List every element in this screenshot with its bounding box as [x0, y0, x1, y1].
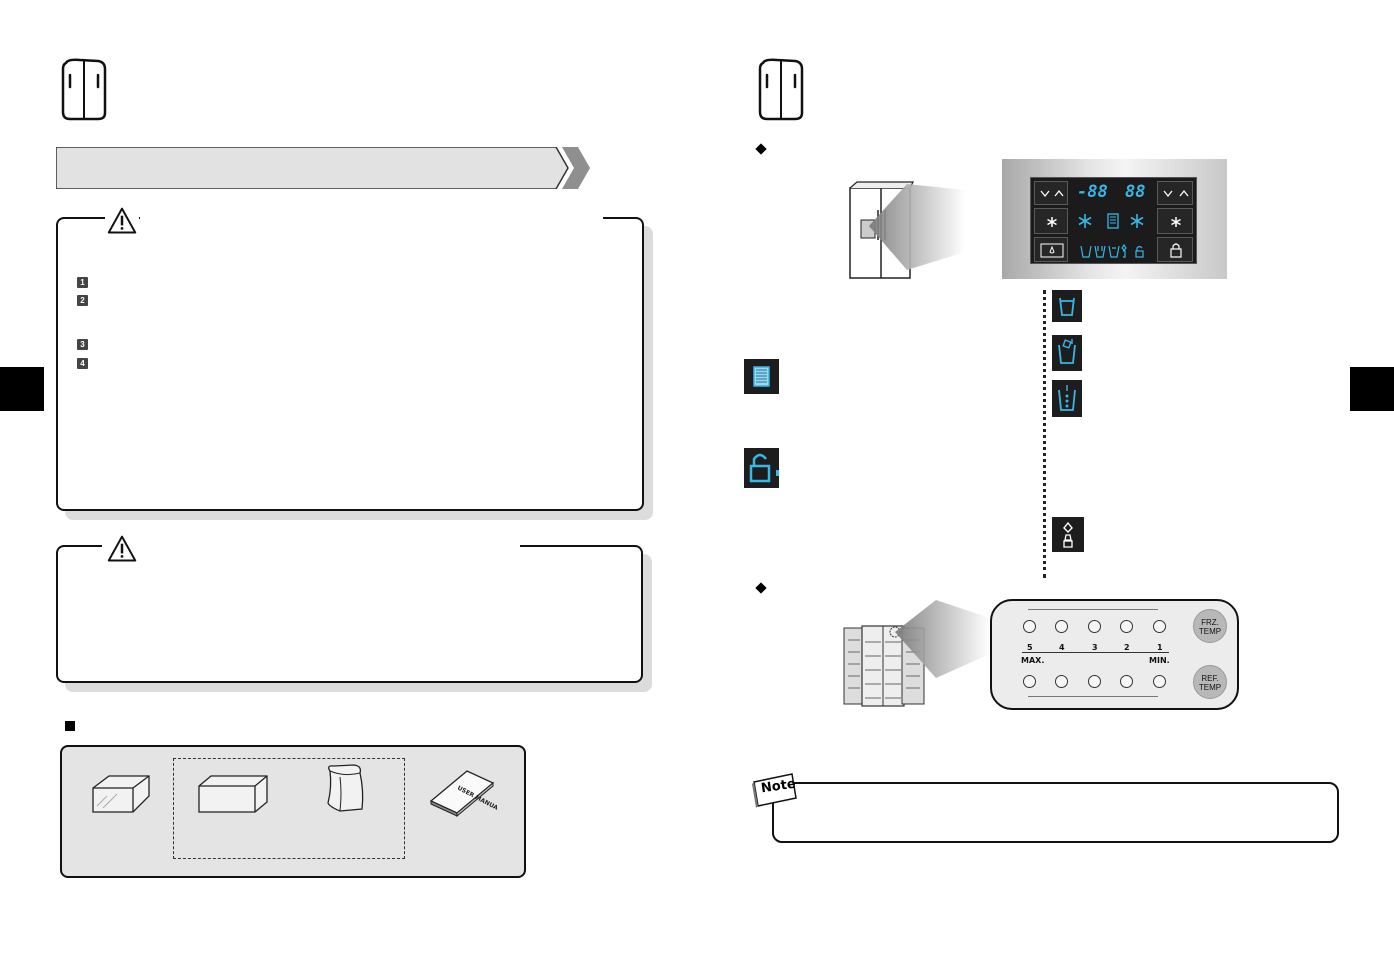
square-bullet-icon	[65, 721, 75, 731]
manual-book-icon: USER MANUAL	[429, 770, 497, 817]
fridge-icon	[758, 58, 804, 121]
list-marker-4: 4	[77, 358, 88, 369]
bag-icon	[327, 764, 364, 812]
level-label-3: 3	[1092, 643, 1098, 652]
accessories-panel: USER MANUAL	[60, 745, 526, 878]
caution-box	[56, 545, 643, 683]
ref-temp-button[interactable]: REF. TEMP	[1193, 665, 1227, 699]
ice-filter-icon	[1107, 213, 1119, 229]
section-banner	[56, 147, 590, 189]
note-box	[772, 782, 1339, 843]
level-scale-line	[1022, 652, 1169, 653]
cubed-ice-icon	[1052, 335, 1082, 371]
level-label-4: 4	[1059, 643, 1065, 652]
caution-box-title-gap	[102, 543, 520, 548]
warning-box-title-gap	[140, 215, 603, 220]
warning-triangle-icon	[105, 533, 139, 565]
snowflake-icon	[1171, 217, 1181, 227]
warning-box	[56, 217, 644, 511]
max-label: MAX.	[1021, 656, 1045, 665]
fridge-led-4	[1055, 675, 1068, 688]
fridge-led-2	[1120, 675, 1133, 688]
freezer-led-2	[1120, 620, 1133, 633]
dotted-connector	[1043, 290, 1046, 578]
freezer-power-button[interactable]	[1034, 208, 1068, 234]
lcd-display: -88 88	[1030, 177, 1197, 264]
water-drop-icon	[1040, 243, 1064, 258]
level-label-2: 2	[1124, 643, 1130, 652]
diamond-bullet-icon	[755, 582, 767, 594]
fridge-interior-illustration	[843, 600, 990, 707]
chevron-down-up-icon	[1163, 189, 1189, 198]
unlock-icon	[1136, 245, 1143, 251]
fridge-temp-readout: 88	[1125, 182, 1146, 202]
level-label-1: 1	[1157, 643, 1163, 652]
ref-temp-label-2: TEMP	[1198, 683, 1222, 692]
temp-control-panel: 5 4 3 2 1 MAX. MIN. FRZ. TEMP REF. TEMP	[990, 599, 1239, 710]
fridge-power-button[interactable]	[1157, 208, 1193, 234]
fridge-led-1	[1153, 675, 1166, 688]
freezer-temp-button[interactable]	[1034, 181, 1068, 205]
water-cup-icon	[1052, 290, 1082, 322]
crushed-ice-icon	[1052, 380, 1082, 417]
freezer-led-1	[1153, 620, 1166, 633]
chevron-down-up-icon	[1040, 189, 1064, 198]
note-book-icon	[752, 773, 797, 808]
list-marker-3: 3	[77, 339, 88, 350]
min-label: MIN.	[1149, 656, 1170, 665]
fridge-led-5	[1023, 675, 1036, 688]
ref-temp-label-1: REF.	[1201, 674, 1219, 683]
side-tab-right	[1350, 367, 1394, 411]
frz-temp-button[interactable]: FRZ. TEMP	[1193, 609, 1227, 643]
fridge-temp-button[interactable]	[1157, 181, 1193, 205]
fridge-led-3	[1088, 675, 1101, 688]
lock-icon	[1170, 243, 1182, 258]
ice-bucket-icon	[92, 775, 150, 813]
lcd-function-icons	[1080, 243, 1144, 258]
divider	[1028, 609, 1158, 610]
list-marker-2: 2	[77, 295, 88, 306]
side-tab-left	[0, 367, 44, 411]
divider	[1028, 696, 1158, 697]
diamond-bullet-icon	[755, 143, 767, 155]
ice-block-icon	[198, 775, 268, 813]
snowflake-icon	[1078, 214, 1092, 228]
level-label-5: 5	[1027, 643, 1033, 652]
snowflake-icon	[1130, 214, 1144, 228]
light-icon	[1052, 517, 1084, 552]
frz-temp-label-2: TEMP	[1198, 627, 1222, 636]
water-button[interactable]	[1034, 237, 1068, 262]
freezer-temp-readout: -88	[1077, 182, 1108, 202]
snowflake-icon	[1047, 217, 1057, 227]
lock-button[interactable]	[1157, 237, 1193, 262]
frz-temp-label-1: FRZ.	[1201, 618, 1219, 627]
water-cup-icon	[1080, 245, 1092, 258]
list-marker-1: 1	[77, 277, 88, 288]
fridge-dispenser-illustration	[849, 181, 965, 279]
freezer-led-3	[1088, 620, 1101, 633]
unlock-icon	[744, 448, 779, 488]
freezer-led-5	[1023, 620, 1036, 633]
optional-items-frame	[173, 758, 405, 859]
freezer-led-4	[1055, 620, 1068, 633]
ice-filter-icon	[744, 359, 779, 394]
light-icon	[1121, 243, 1127, 258]
fridge-icon	[61, 58, 107, 121]
lcd-status-icons	[1078, 213, 1144, 229]
warning-triangle-icon	[105, 205, 139, 237]
